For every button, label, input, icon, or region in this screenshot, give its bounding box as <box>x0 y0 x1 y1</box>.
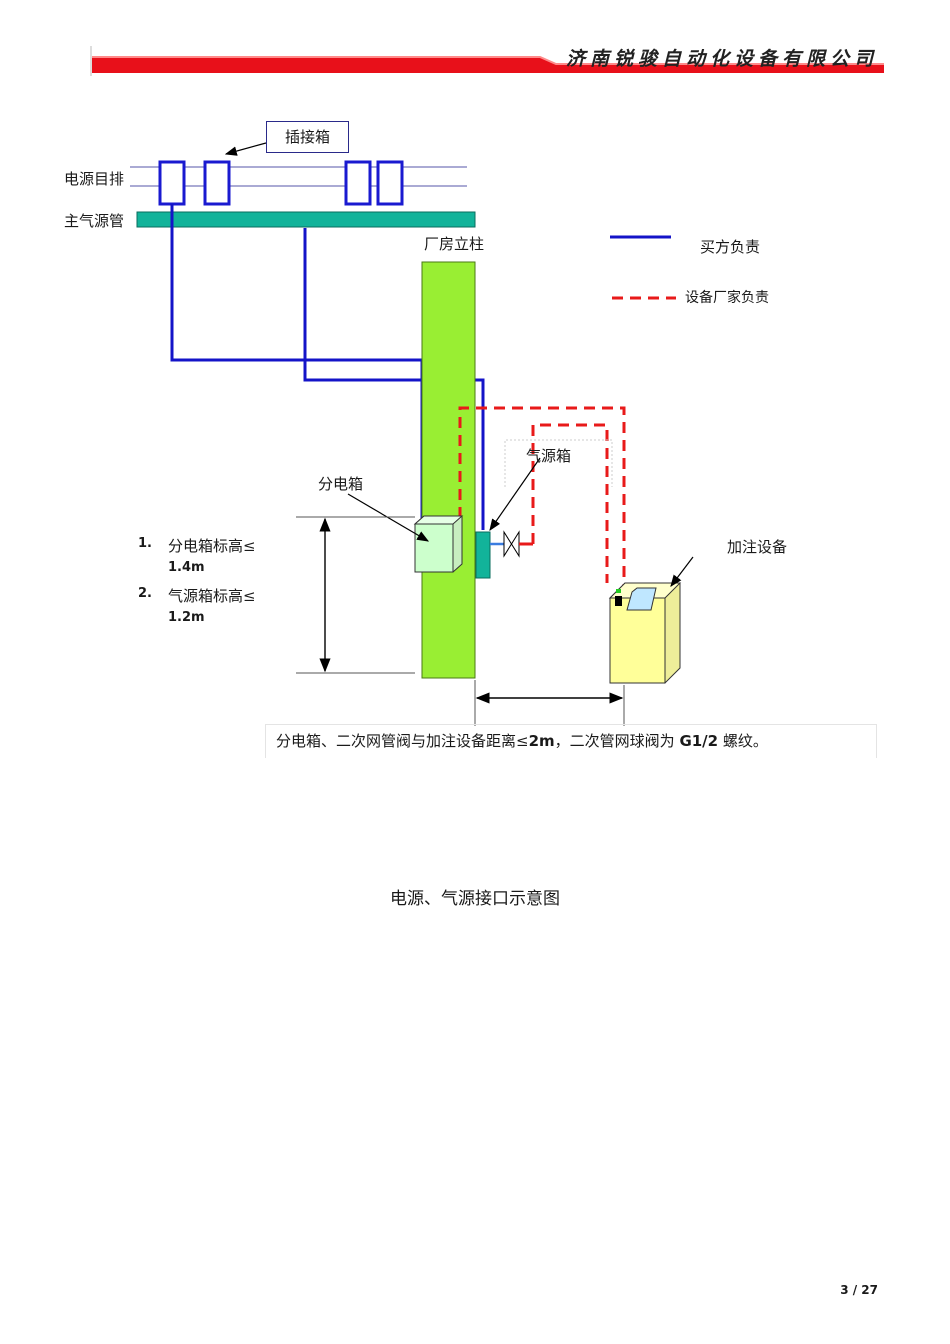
legend-buyer-label: 买方负责 <box>700 238 761 256</box>
note-value: 1.4m <box>168 560 205 575</box>
note-number: 2. <box>138 586 152 601</box>
page-current: 3 <box>840 1283 849 1297</box>
legend-maker-label: 设备厂家负责 <box>685 290 769 306</box>
socket-boxes <box>158 160 404 206</box>
note-number: 1. <box>138 536 152 551</box>
air-box-arrow <box>489 457 541 531</box>
interface-diagram <box>130 142 694 726</box>
page-number: 3 / 27 <box>840 1283 878 1297</box>
header-bar <box>90 46 884 76</box>
maker-lines <box>458 406 626 598</box>
distance-note: 分电箱、二次网管阀与加注设备距离≤2m，二次管网球阀为 G1/2 螺纹。 <box>265 724 877 758</box>
dist-box-label: 分电箱 <box>318 475 364 493</box>
distance-note-text: ，二次管网球阀为 <box>554 732 680 750</box>
page-separator: / <box>848 1283 862 1297</box>
distance-note-text: 分电箱、二次网管阀与加注设备距离≤ <box>276 732 529 750</box>
height-dimension <box>296 516 415 674</box>
distance-dimension <box>474 680 625 726</box>
socket-box-label: 插接箱 <box>266 121 350 153</box>
socket-box-arrow <box>224 142 267 156</box>
distribution-box <box>413 515 464 573</box>
main-air-pipe <box>136 211 476 228</box>
busbar-lines <box>130 166 467 187</box>
air-box-label-frame <box>504 439 613 487</box>
page-total: 27 <box>861 1283 878 1297</box>
height-notes: 1. 分电箱标高≤ 1.4m 2. 气源箱标高≤ 1.2m <box>138 536 298 636</box>
main-air-pipe-label: 主气源管 <box>64 212 125 230</box>
equipment-label: 加注设备 <box>727 538 788 556</box>
distance-note-text: 螺纹。 <box>718 732 768 750</box>
note-item: 1. 分电箱标高≤ 1.4m <box>138 536 298 578</box>
air-box-label: 气源箱 <box>526 447 572 465</box>
busbar-label: 电源目排 <box>64 170 125 188</box>
ball-valve-icon <box>503 530 520 558</box>
factory-column <box>421 261 476 679</box>
column-label: 厂房立柱 <box>424 235 485 253</box>
distance-value: 2m <box>528 732 555 750</box>
company-name: 济南锐骏自动化设备有限公司 <box>565 48 878 70</box>
note-text: 气源箱标高≤ <box>168 587 256 605</box>
equipment-screen <box>626 587 657 611</box>
note-value: 1.2m <box>168 610 205 625</box>
thread-spec: G1/2 <box>679 732 719 750</box>
air-supply-box <box>475 531 491 579</box>
note-text: 分电箱标高≤ <box>168 537 256 555</box>
figure-caption: 电源、气源接口示意图 <box>390 889 560 909</box>
note-item: 2. 气源箱标高≤ 1.2m <box>138 586 298 628</box>
equipment-arrow <box>670 556 694 587</box>
filling-equipment <box>608 582 682 684</box>
